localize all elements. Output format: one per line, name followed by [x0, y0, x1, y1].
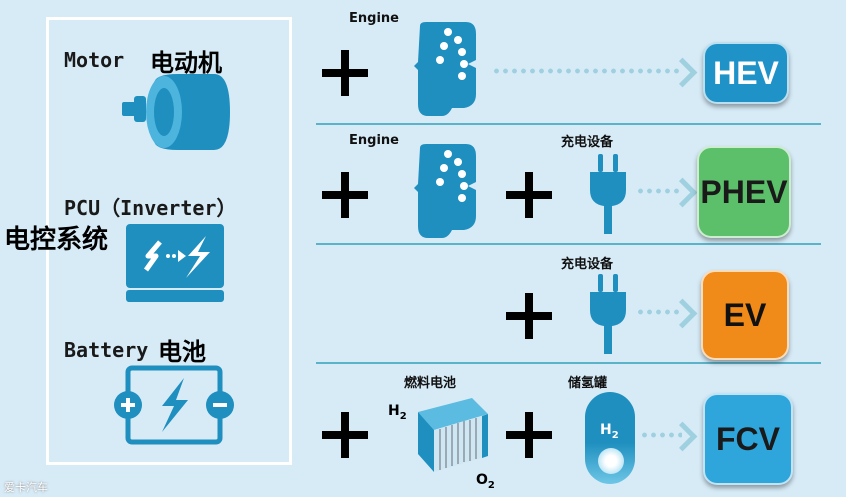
fuel-cell-label: 燃料电池 — [404, 376, 457, 391]
flow-arrow — [636, 309, 682, 315]
plus-sign — [322, 412, 368, 458]
row-divider — [316, 243, 821, 245]
arrow-head-icon — [667, 57, 698, 88]
watermark: 爱卡汽车 — [4, 481, 48, 494]
arrow-head-icon — [667, 298, 698, 329]
flow-arrow — [492, 68, 682, 74]
battery-label-cn: 电池 — [158, 338, 206, 366]
plus-sign — [322, 172, 368, 218]
motor-label-en: Motor — [64, 48, 125, 72]
hydrogen-tank-label: 储氢罐 — [568, 376, 608, 391]
flow-arrow — [636, 188, 682, 194]
ev-badge: EV — [701, 270, 789, 360]
flow-arrow — [640, 432, 682, 438]
battery-label-en: Battery — [64, 338, 149, 362]
phev-badge: PHEV — [697, 146, 791, 238]
h2-input-label: H2 — [388, 403, 407, 422]
engine-label: Engine — [349, 11, 399, 26]
motor-icon — [122, 74, 230, 150]
tank-h2-label: H2 — [600, 422, 619, 441]
plus-sign — [322, 50, 368, 96]
engine-icon — [414, 144, 476, 238]
row-divider — [316, 362, 821, 364]
pcu-label-en: PCU（Inverter） — [64, 196, 237, 220]
o2-output-label: O2 — [476, 472, 495, 491]
plug-icon — [590, 274, 626, 354]
charger-label: 充电设备 — [561, 257, 614, 272]
hydrogen-glow — [598, 448, 624, 474]
engine-label: Engine — [349, 133, 399, 148]
plug-icon — [590, 154, 626, 234]
inverter-icon — [126, 224, 224, 302]
plus-sign — [506, 293, 552, 339]
arrow-head-icon — [667, 177, 698, 208]
battery-icon — [114, 365, 234, 445]
row-divider — [316, 123, 821, 125]
arrow-head-icon — [667, 421, 698, 452]
pcu-label-cn: 电控系统 — [4, 225, 109, 255]
plus-sign — [506, 172, 552, 218]
fuel-cell-stack-icon — [418, 398, 488, 472]
plus-sign — [506, 412, 552, 458]
charger-label: 充电设备 — [561, 135, 614, 150]
engine-icon — [414, 22, 476, 116]
component-panel — [46, 17, 292, 465]
fcv-badge: FCV — [703, 393, 793, 485]
motor-label-cn: 电动机 — [150, 49, 222, 77]
hev-badge: HEV — [703, 42, 789, 104]
